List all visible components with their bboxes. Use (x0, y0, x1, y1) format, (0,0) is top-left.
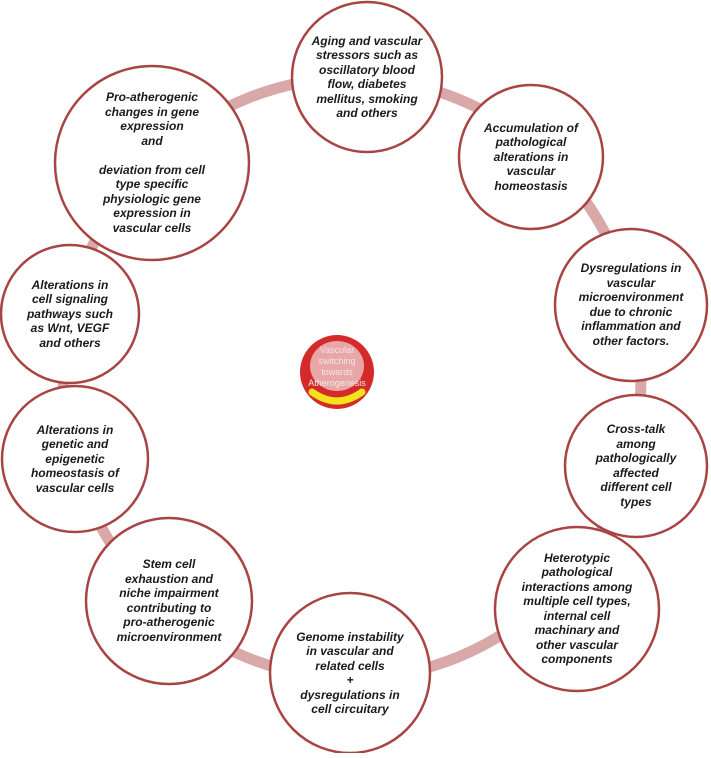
node-label-1: Aging and vascular stressors such as osc… (311, 33, 423, 121)
node-label-2: Accumulation of pathological alterations… (483, 120, 578, 193)
node-label-7: Stem cell exhaustion and niche impairmen… (116, 557, 222, 644)
node-circle-10 (53, 64, 251, 262)
node-circle-2 (457, 83, 605, 231)
node-circle-9 (0, 243, 141, 385)
node-label-4: Cross-talk among pathologically affected… (595, 422, 677, 509)
node-circle-8 (0, 384, 150, 534)
node-label-8: Alterations in genetic and epigenetic ho… (30, 422, 119, 495)
center-icon (300, 335, 374, 409)
node-label-9: Alterations in cell signaling pathways s… (26, 277, 113, 350)
node-label-5: Heterotypic pathological interactions am… (521, 550, 633, 667)
node-circle-1 (290, 0, 444, 154)
node-label-6: Genome instability in vascular and relat… (296, 629, 404, 717)
node-circle-4 (563, 393, 709, 539)
node-circle-3 (553, 227, 709, 383)
center-inner-lumen (310, 341, 364, 391)
node-label-10: Pro-atherogenic changes in gene expressi… (98, 90, 205, 235)
node-circle-5 (493, 525, 661, 693)
node-circle-7 (84, 516, 254, 686)
node-label-3: Dysregulations in vascular microenvironm… (578, 261, 684, 348)
center-plaque-band (308, 388, 366, 405)
